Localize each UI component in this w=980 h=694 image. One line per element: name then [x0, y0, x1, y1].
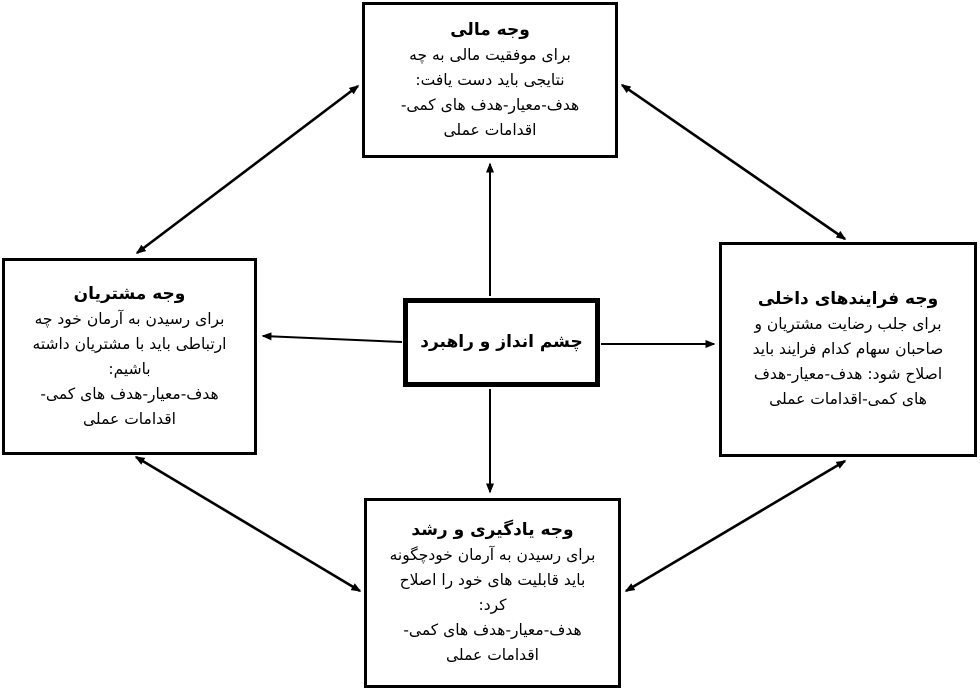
customers-node-title: وجه مشتریان [73, 283, 186, 304]
vision-strategy-node-title: چشم انداز و راهبرد [420, 332, 583, 352]
arrow-learning-internal-bidirectional-icon [624, 459, 847, 593]
vision-strategy-node: چشم انداز و راهبرد [403, 298, 600, 387]
arrow-customers-financial-bidirectional-icon [135, 84, 360, 255]
internal-process-node-body: برای جلب رضایت مشتریان و صاحبان سهام کدا… [752, 315, 944, 408]
learning-growth-node: وجه یادگیری و رشد برای رسیدن به آرمان خو… [364, 498, 621, 688]
customers-node-body: برای رسیدن به آرمان خود چه ارتباطی باید … [32, 309, 227, 428]
arrow-vision-to-customers-icon [261, 332, 403, 343]
internal-process-node-title: وجه فرایندهای داخلی [757, 289, 939, 309]
financial-node: وجه مالی برای موفقیت مالی به چه نتایجی ب… [362, 2, 618, 158]
financial-node-title: وجه مالی [450, 19, 530, 40]
internal-process-node: وجه فرایندهای داخلی برای جلب رضایت مشتری… [719, 242, 977, 457]
customers-node: وجه مشتریان برای رسیدن به آرمان خود چه ا… [2, 258, 257, 455]
learning-growth-node-body: برای رسیدن به آرمان خودچگونه باید قابلیت… [389, 546, 596, 664]
learning-growth-node-title: وجه یادگیری و رشد [411, 520, 574, 540]
arrow-financial-internal-bidirectional-icon [620, 83, 847, 241]
arrow-customers-learning-bidirectional-icon [134, 455, 362, 593]
financial-node-body: برای موفقیت مالی به چه نتایجی باید دست ی… [400, 45, 580, 139]
